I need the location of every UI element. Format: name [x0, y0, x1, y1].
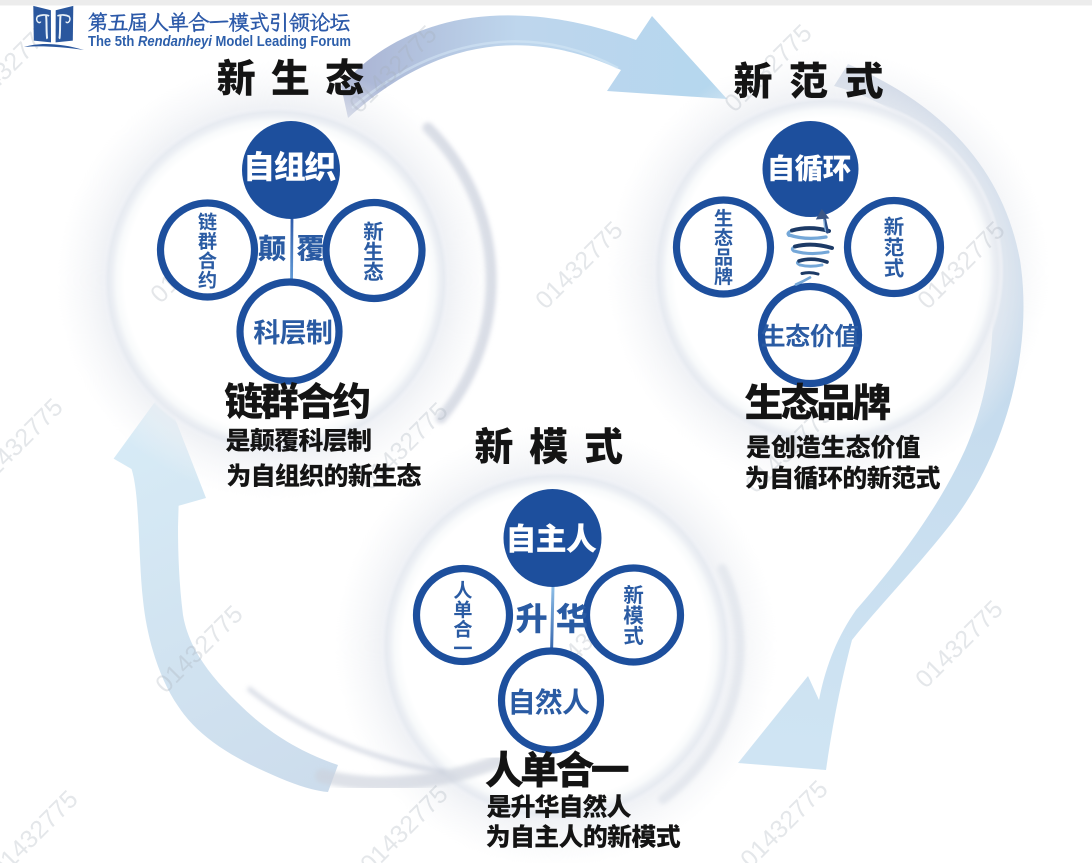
svg-text:The 5th Rendanheyi Model Leadi: The 5th Rendanheyi Model Leading Forum [88, 34, 351, 50]
